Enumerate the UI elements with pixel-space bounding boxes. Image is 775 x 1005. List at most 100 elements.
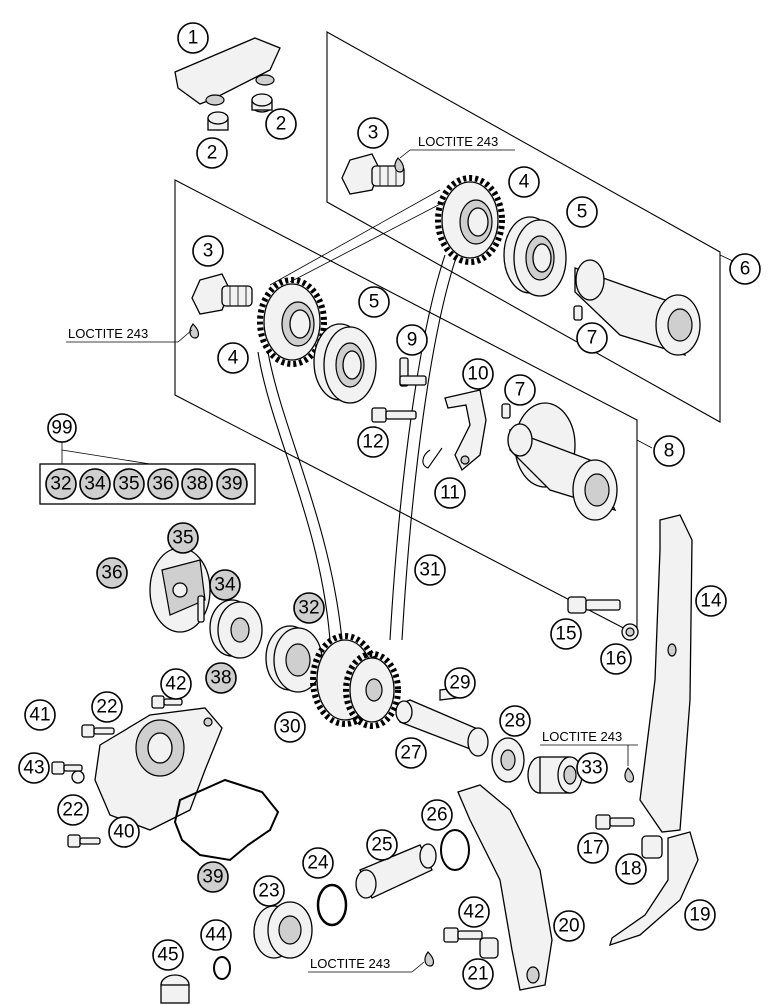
impeller — [149, 547, 211, 633]
callout-2a: 2 — [196, 137, 228, 169]
camshaft-intake — [507, 402, 618, 521]
svg-text:7: 7 — [587, 328, 598, 349]
callout-99: 99 — [47, 413, 77, 443]
kit-item-5: 38 — [181, 468, 213, 500]
svg-text:12: 12 — [362, 432, 383, 453]
svg-text:2: 2 — [207, 143, 218, 164]
callout-12: 12 — [357, 426, 389, 458]
kit-item-6: 39 — [216, 468, 248, 500]
svg-text:3: 3 — [368, 123, 379, 144]
bearing-lower — [313, 323, 377, 404]
callout-28: 28 — [499, 705, 531, 737]
callout-10: 10 — [462, 358, 494, 390]
decompressor-lever — [444, 389, 487, 472]
cap-45 — [160, 974, 190, 1004]
camshaft-gear-upper — [435, 175, 505, 265]
crankshaft-gear — [310, 633, 401, 729]
assembly-frame-6 — [326, 31, 721, 423]
svg-text:34: 34 — [214, 575, 236, 596]
svg-text:3: 3 — [203, 241, 214, 262]
callout-29: 29 — [444, 667, 476, 699]
o-ring-44 — [213, 956, 231, 980]
svg-text:1: 1 — [188, 28, 199, 49]
balancer-shaft — [395, 699, 489, 757]
callout-41: 41 — [24, 699, 56, 731]
callout-32: 32 — [293, 592, 325, 624]
svg-text:39: 39 — [221, 474, 242, 495]
svg-text:5: 5 — [577, 202, 588, 223]
callout-44: 44 — [200, 919, 232, 951]
cover-screw-22-upper — [81, 724, 115, 738]
loctite-drop-right — [624, 767, 635, 783]
svg-text:24: 24 — [307, 853, 329, 874]
water-pump-cover — [94, 707, 223, 831]
svg-text:23: 23 — [258, 881, 279, 902]
svg-text:38: 38 — [186, 474, 207, 495]
kit-item-1: 32 — [45, 468, 77, 500]
sleeve-21 — [479, 937, 499, 959]
svg-text:14: 14 — [700, 591, 722, 612]
bearing-upper — [503, 216, 567, 297]
svg-text:41: 41 — [29, 705, 50, 726]
callout-15: 15 — [550, 618, 582, 650]
screw-plug — [253, 901, 313, 959]
callout-16: 16 — [600, 643, 632, 675]
leader-8 — [636, 439, 653, 449]
svg-text:10: 10 — [467, 364, 488, 385]
svg-text:LOCTITE 243: LOCTITE 243 — [542, 729, 622, 744]
bushing-18 — [641, 835, 663, 859]
callout-25: 25 — [366, 829, 398, 861]
svg-text:2: 2 — [276, 114, 287, 135]
callout-22b: 22 — [57, 794, 89, 826]
callout-2b: 2 — [265, 108, 297, 140]
svg-text:35: 35 — [118, 474, 139, 495]
camshaft-exhaust — [574, 259, 701, 357]
pin-34 — [197, 595, 205, 623]
svg-text:20: 20 — [558, 916, 579, 937]
loctite-drop-top — [394, 157, 405, 173]
svg-text:42: 42 — [463, 902, 484, 923]
callout-31: 31 — [414, 554, 446, 586]
callout-5b: 5 — [358, 286, 390, 318]
svg-text:9: 9 — [407, 330, 418, 351]
tensioner-bolt — [567, 596, 621, 614]
decompressor-spring — [422, 447, 443, 469]
assembly-frame-8 — [174, 179, 638, 636]
guide-rail-lower — [609, 831, 699, 947]
loctite-drop-bottom — [424, 951, 435, 967]
callout-5a: 5 — [566, 196, 598, 228]
callout-4b: 4 — [217, 342, 249, 374]
loctite-note-left: LOCTITE 243 — [66, 326, 193, 343]
svg-text:21: 21 — [467, 964, 488, 985]
camshaft-bolt-upper — [341, 153, 405, 195]
kit-item-2: 34 — [79, 468, 111, 500]
svg-text:16: 16 — [605, 649, 626, 670]
dowel-pin-lower — [501, 403, 511, 419]
svg-text:36: 36 — [152, 474, 173, 495]
callout-7b: 7 — [504, 374, 536, 406]
callout-27: 27 — [395, 737, 427, 769]
kit-item-3: 35 — [113, 468, 145, 500]
washer-43 — [71, 770, 85, 784]
callout-26: 26 — [421, 799, 453, 831]
o-ring-26 — [440, 829, 470, 871]
svg-text:6: 6 — [740, 259, 751, 280]
svg-text:22: 22 — [96, 697, 117, 718]
callout-1: 1 — [177, 22, 209, 54]
callout-42b: 42 — [458, 896, 490, 928]
rail-bolt — [595, 814, 635, 830]
svg-text:33: 33 — [581, 758, 602, 779]
callout-21: 21 — [462, 958, 494, 990]
svg-text:19: 19 — [689, 905, 710, 926]
water-pump-gasket — [173, 778, 280, 862]
loctite-drop-left — [189, 323, 200, 339]
svg-text:8: 8 — [664, 441, 675, 462]
needle-bearing — [527, 756, 583, 794]
loctite-note-top: LOCTITE 243 — [399, 134, 515, 159]
loctite-note-right: LOCTITE 243 — [540, 729, 638, 766]
chain-tensioning-rail — [639, 514, 693, 833]
svg-text:7: 7 — [515, 380, 526, 401]
dowel-pin-upper — [573, 305, 583, 321]
callout-14: 14 — [695, 585, 727, 617]
